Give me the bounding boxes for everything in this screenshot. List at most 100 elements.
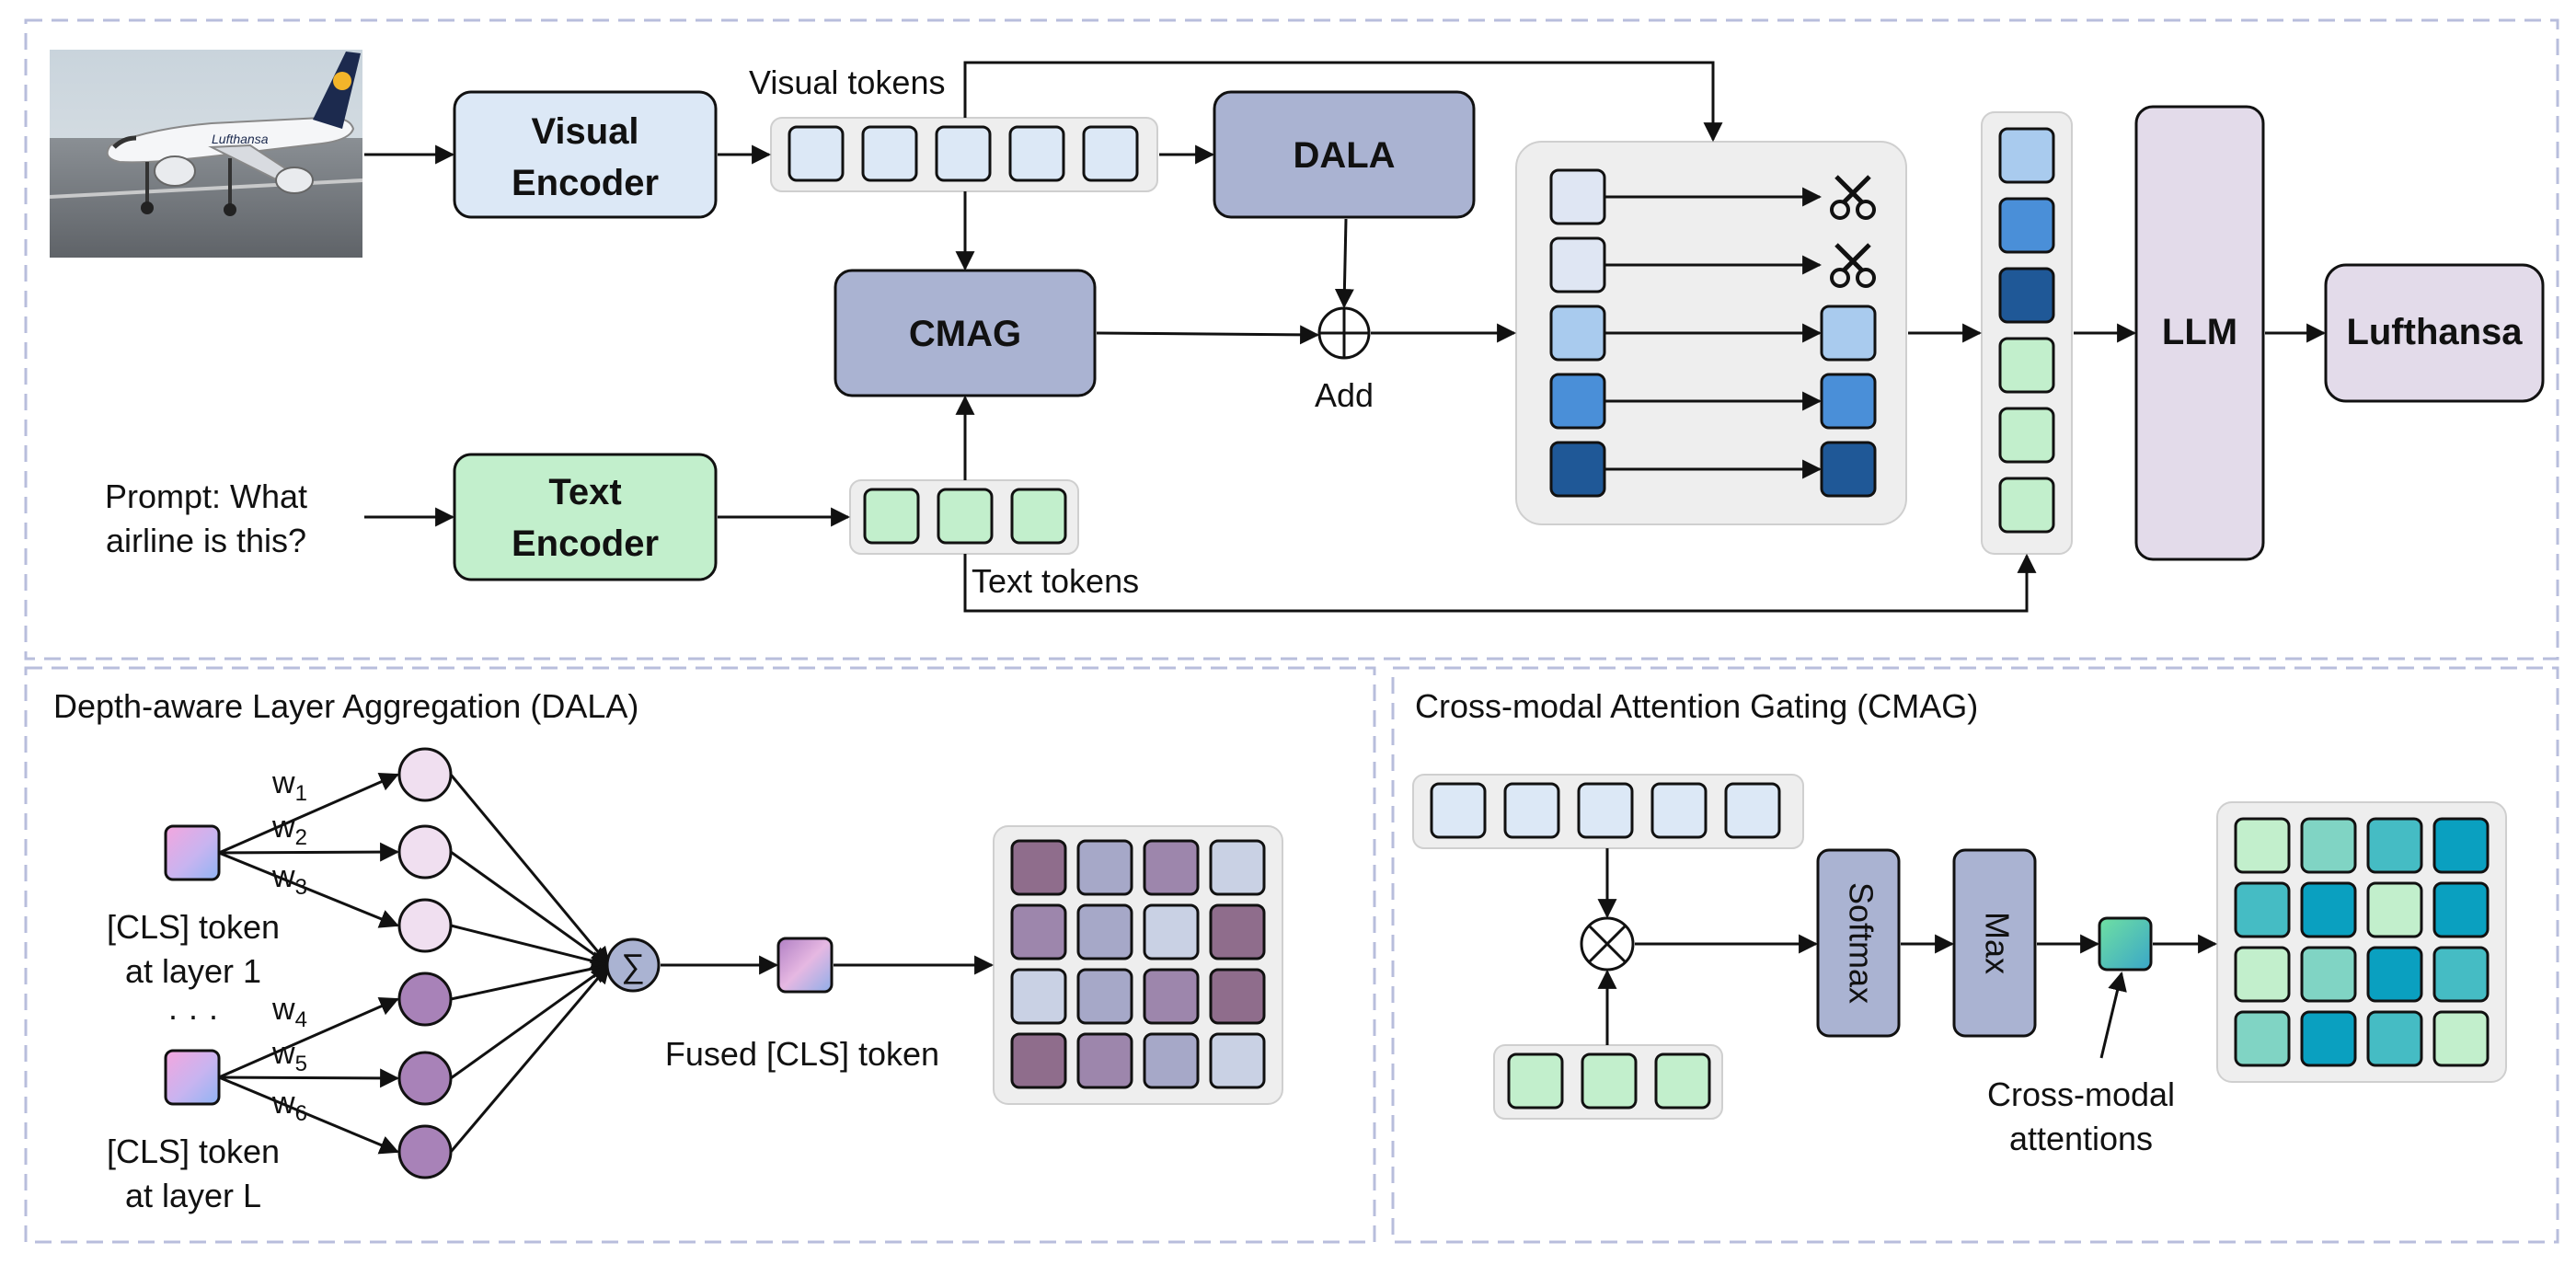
grid-cell: [2432, 881, 2490, 938]
cls-layer1-line1: [CLS] token: [107, 908, 280, 946]
scissors-icon: [1830, 243, 1876, 288]
weight-label: w6: [271, 1086, 307, 1126]
grid-cell: [1143, 839, 1200, 896]
combined-token: [1998, 127, 2055, 184]
text-encoder-label-line1: Text: [548, 472, 621, 512]
visual-token: [935, 125, 992, 182]
cmag-visual-tokens: [1430, 782, 1781, 839]
layer-weight-node: [397, 898, 453, 953]
pruning-rows: [1549, 168, 1877, 498]
combined-token: [1998, 267, 2055, 324]
max-label: Max: [1978, 912, 2016, 974]
answer-label: Lufthansa: [2346, 312, 2523, 352]
fused-cls-token: [776, 937, 834, 994]
kept-token: [1820, 305, 1877, 362]
grid-cell: [2300, 1010, 2357, 1067]
layer-weight-node: [397, 747, 453, 802]
weight-arrow: [218, 842, 400, 862]
softmax-label: Softmax: [1842, 882, 1880, 1004]
text-encoder-label-line2: Encoder: [512, 523, 659, 564]
layer-weight-node: [397, 1051, 453, 1106]
layer-weight-node: [397, 824, 453, 880]
cmag-box-label: CMAG: [909, 314, 1021, 354]
grid-cell: [2432, 817, 2490, 874]
arrow-text-tokens-bypass: [963, 553, 2037, 613]
add-label: Add: [1315, 376, 1374, 414]
grid-cell: [1209, 968, 1266, 1025]
visual-token: [1650, 782, 1708, 839]
aggregation-arrow: [450, 963, 611, 1080]
cls-token-layerL: [164, 1049, 221, 1106]
grid-cell: [2366, 946, 2423, 1003]
cls-token-layer1: [164, 824, 221, 881]
cls-layerL-line1: [CLS] token: [107, 1133, 280, 1170]
text-token: [863, 488, 920, 545]
cmag-output-grid: [2234, 817, 2490, 1067]
aggregation-arrow: [450, 924, 612, 971]
cross-modal-line1: Cross-modal: [1987, 1075, 2175, 1113]
weight-label: w3: [271, 859, 307, 900]
arrow-dala-to-add: [1334, 218, 1354, 309]
airplane-image: Lufthansa: [49, 50, 363, 258]
combined-token: [1998, 197, 2055, 254]
text-token: [937, 488, 994, 545]
grid-cell: [1076, 968, 1133, 1025]
cross-modal-line2: attentions: [2009, 1120, 2153, 1157]
visual-token: [788, 125, 845, 182]
dala-output-grid: [1010, 839, 1266, 1089]
combined-token: [1998, 407, 2055, 464]
cmag-text-tokens: [1507, 1052, 1711, 1110]
grid-cell: [1010, 839, 1067, 896]
arrow-cmag-to-add: [1096, 325, 1320, 345]
text-token: [1507, 1052, 1564, 1110]
weight-arrow: [218, 1068, 400, 1088]
llm-label: LLM: [2162, 312, 2237, 352]
cls-layerL-line2: at layer L: [125, 1177, 261, 1214]
grid-cell: [2234, 817, 2291, 874]
visual-encoder-label-line2: Encoder: [512, 163, 659, 203]
grid-cell: [1076, 903, 1133, 960]
aggregation-arrow: [449, 963, 611, 1153]
grid-cell: [1010, 968, 1067, 1025]
cmag-panel-title: Cross-modal Attention Gating (CMAG): [1415, 687, 1978, 725]
input-token: [1549, 236, 1606, 293]
grid-cell: [2234, 1010, 2291, 1067]
text-token: [1654, 1052, 1711, 1110]
grid-cell: [2300, 881, 2357, 938]
combined-tokens: [1998, 127, 2055, 534]
sum-operator: [605, 937, 661, 993]
prompt-line1: Prompt: What: [105, 477, 307, 515]
sum-symbol: ∑: [621, 947, 645, 984]
visual-token: [1724, 782, 1781, 839]
grid-cell: [1076, 839, 1133, 896]
fused-cls-label: Fused [CLS] token: [665, 1035, 939, 1073]
airplane-livery-text: Lufthansa: [212, 132, 269, 146]
visual-token: [1008, 125, 1065, 182]
scissors-icon: [1830, 175, 1876, 220]
input-token: [1549, 441, 1606, 498]
grid-cell: [2300, 817, 2357, 874]
grid-cell: [2366, 817, 2423, 874]
grid-cell: [2300, 946, 2357, 1003]
arrow-visual-tokens-bypass: [963, 61, 1723, 143]
layer-weight-node: [397, 972, 453, 1027]
grid-cell: [2234, 881, 2291, 938]
visual-encoder-label-line1: Visual: [531, 111, 638, 152]
grid-cell: [2432, 946, 2490, 1003]
input-token: [1549, 168, 1606, 225]
layer-dots: · · ·: [167, 996, 219, 1034]
arrow-label-to-crossmodal: [2099, 971, 2127, 1059]
weight-label: w4: [271, 992, 307, 1032]
visual-tokens-label: Visual tokens: [749, 63, 945, 101]
aggregation-arrow: [450, 850, 611, 967]
kept-token: [1820, 373, 1877, 430]
text-tokens: [863, 488, 1067, 545]
input-token: [1549, 373, 1606, 430]
cross-modal-token: [2098, 916, 2153, 972]
input-token: [1549, 305, 1606, 362]
visual-token: [1503, 782, 1560, 839]
aggregation-arrow: [449, 774, 611, 967]
grid-cell: [2234, 946, 2291, 1003]
dala-panel-title: Depth-aware Layer Aggregation (DALA): [53, 687, 638, 725]
cls-layer1-line2: at layer 1: [125, 952, 261, 990]
